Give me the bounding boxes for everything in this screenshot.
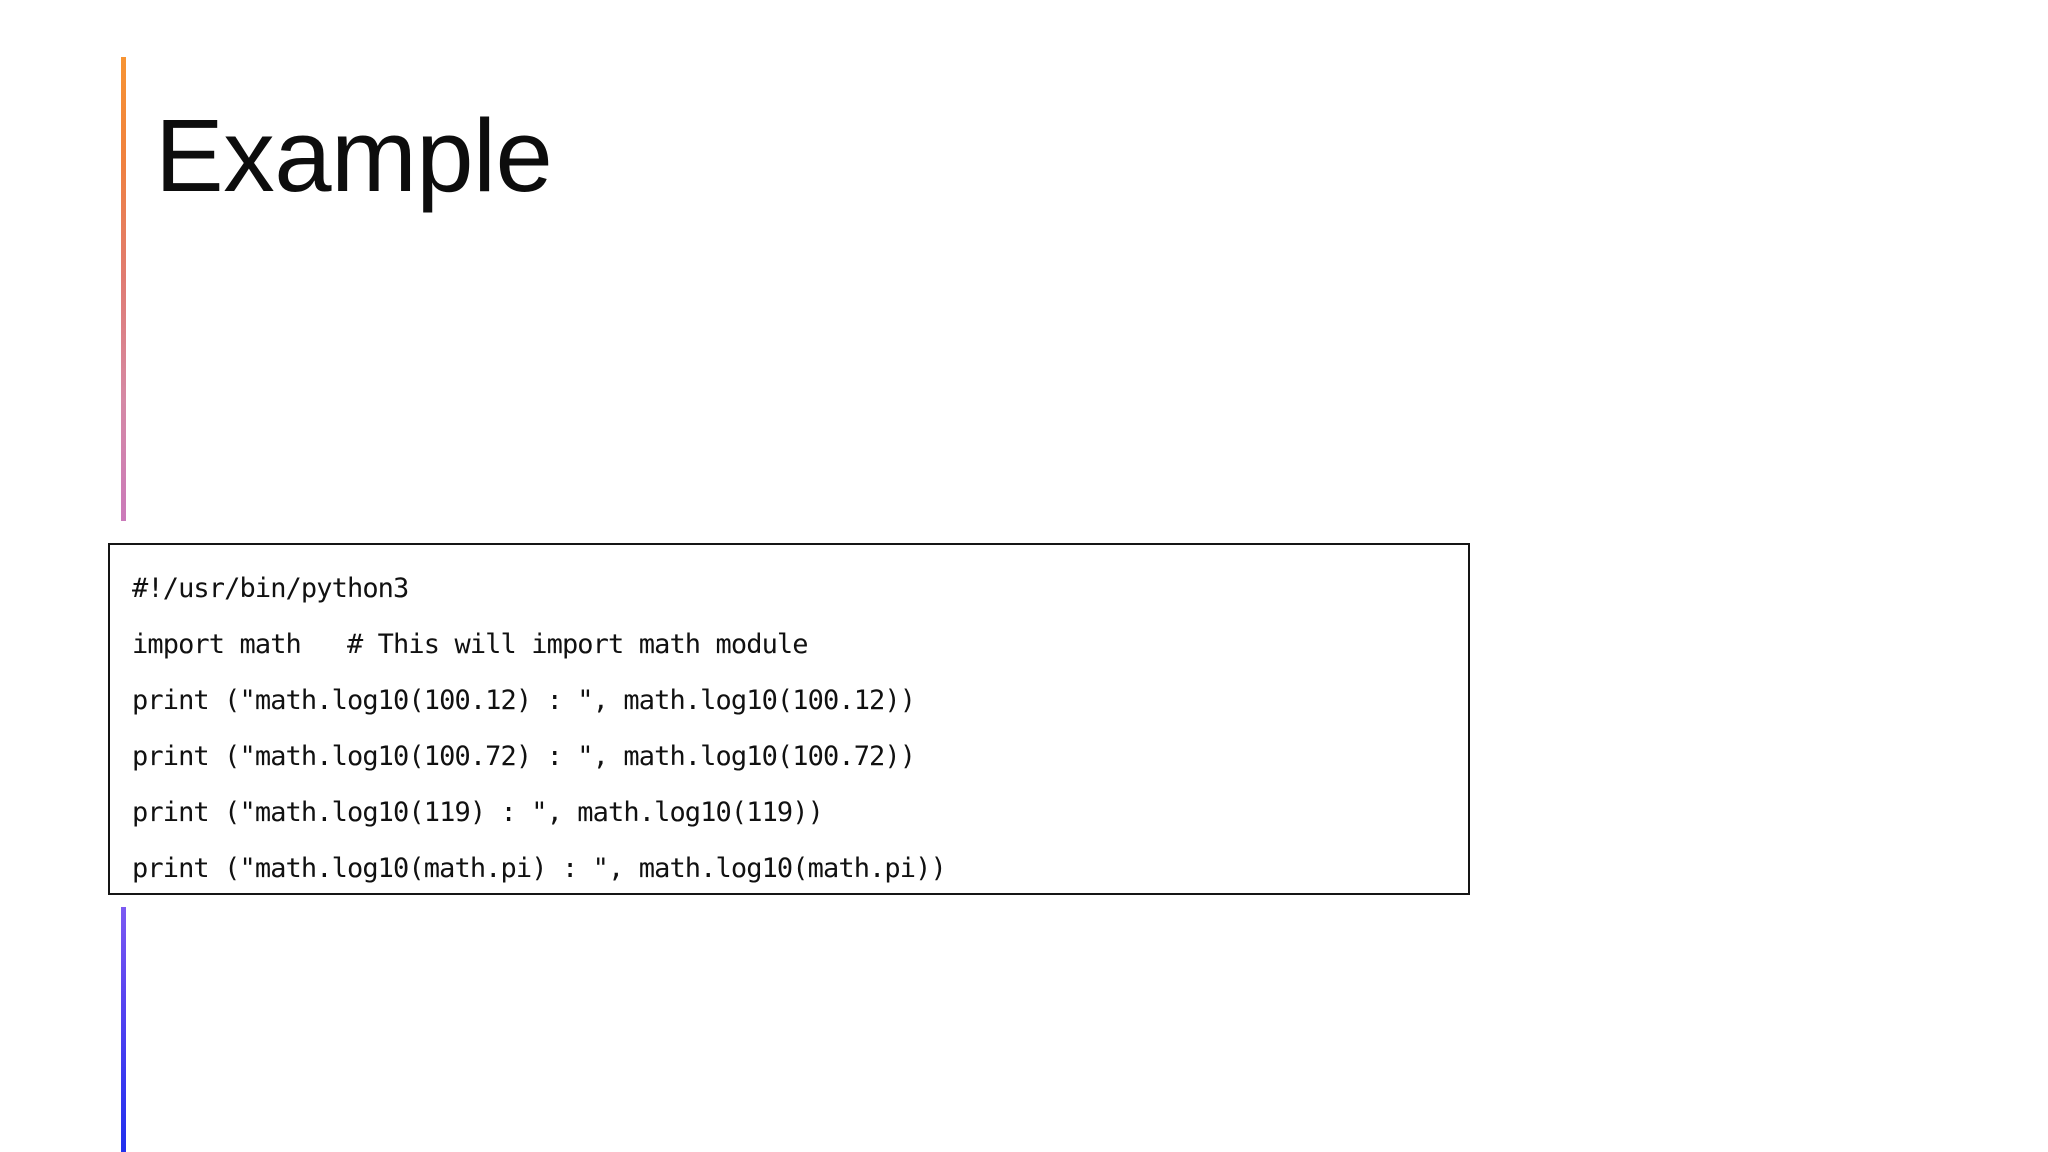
code-line: print ("math.log10(100.12) : ", math.log… xyxy=(132,685,916,716)
title-accent-bar xyxy=(121,57,126,521)
code-line: print ("math.log10(119) : ", math.log10(… xyxy=(132,797,824,828)
page-title: Example xyxy=(155,98,553,213)
code-block-lines: #!/usr/bin/python3 import math # This wi… xyxy=(132,561,1464,897)
footer-accent-bar xyxy=(121,907,126,1152)
code-line: print ("math.log10(math.pi) : ", math.lo… xyxy=(132,853,947,884)
code-line: #!/usr/bin/python3 xyxy=(132,573,409,604)
code-line: import math # This will import math modu… xyxy=(132,629,809,660)
code-block: #!/usr/bin/python3 import math # This wi… xyxy=(108,543,1470,895)
code-line: print ("math.log10(100.72) : ", math.log… xyxy=(132,741,916,772)
